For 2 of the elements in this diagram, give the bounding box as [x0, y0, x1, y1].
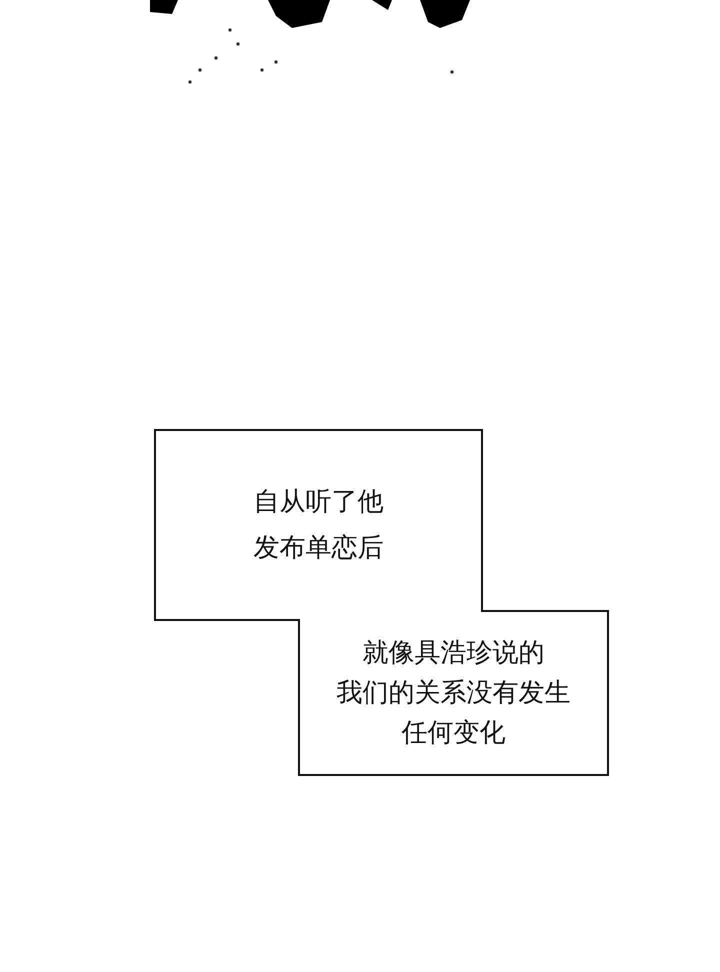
caption-text: 自从听了他发布单恋后	[254, 486, 384, 565]
caption-text: 就像具浩珍说的我们的关系没有发生任何变化	[336, 637, 570, 750]
